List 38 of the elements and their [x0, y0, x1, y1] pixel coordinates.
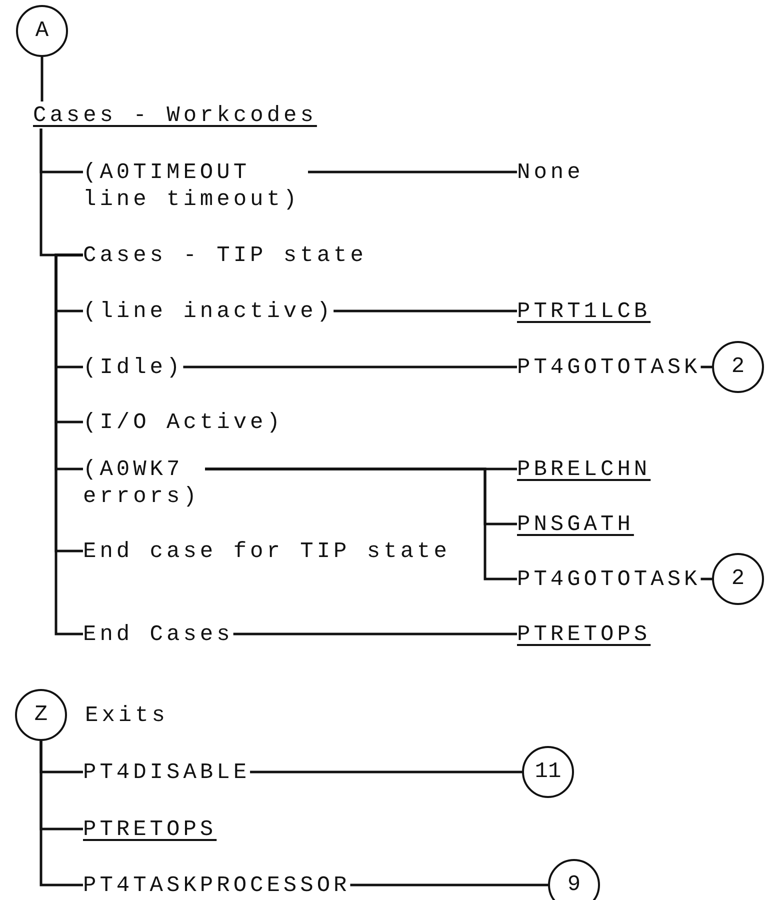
connector-line — [183, 366, 517, 368]
routine-label: (Idle) — [83, 354, 184, 380]
connector-circle: Z — [15, 689, 67, 741]
routine-label: PTRETOPS — [517, 620, 651, 648]
connector-line — [54, 254, 83, 636]
connector-circle: 2 — [712, 553, 764, 605]
routine-label: PT4TASKPROCESSOR — [83, 872, 350, 898]
routine-label: End Cases — [83, 620, 234, 648]
routine-label: None — [517, 158, 584, 186]
connector-line — [205, 468, 517, 580]
routine-label: PT4GOTOTASK — [517, 354, 701, 380]
connector-line — [308, 170, 517, 174]
routine-label: Cases - Workcodes — [33, 102, 317, 128]
routine-label: (I/O Active) — [83, 408, 284, 436]
connector-circle: 11 — [522, 746, 574, 798]
connector-circle: 2 — [712, 341, 764, 393]
connector-line — [40, 741, 83, 886]
connector-circle: A — [16, 5, 68, 57]
routine-label: (line inactive) — [83, 298, 334, 324]
routine-label: PNSGATH — [517, 510, 634, 538]
routine-label: PTRETOPS — [83, 816, 217, 842]
connector-line — [233, 632, 517, 636]
connector-line — [350, 884, 548, 886]
connector-line — [250, 770, 522, 774]
connector-line — [700, 578, 712, 580]
routine-label: PT4GOTOTASK — [517, 566, 701, 592]
connector-line — [700, 366, 712, 368]
routine-label: Cases - TIP state — [83, 242, 367, 268]
routine-label: PT4DISABLE — [83, 758, 250, 786]
section-label: Exits — [85, 702, 169, 728]
routine-label: End case for TIP state — [83, 538, 450, 564]
connector-line — [334, 310, 517, 312]
routine-label: PTRT1LCB — [517, 298, 651, 324]
connector-line — [40, 57, 44, 102]
connector-circle: 9 — [548, 859, 600, 900]
routine-label: (A0WK7 errors) — [83, 456, 205, 510]
routine-label: (A0TIMEOUT line timeout) — [83, 158, 308, 212]
routine-label: PBRELCHN — [517, 456, 651, 482]
